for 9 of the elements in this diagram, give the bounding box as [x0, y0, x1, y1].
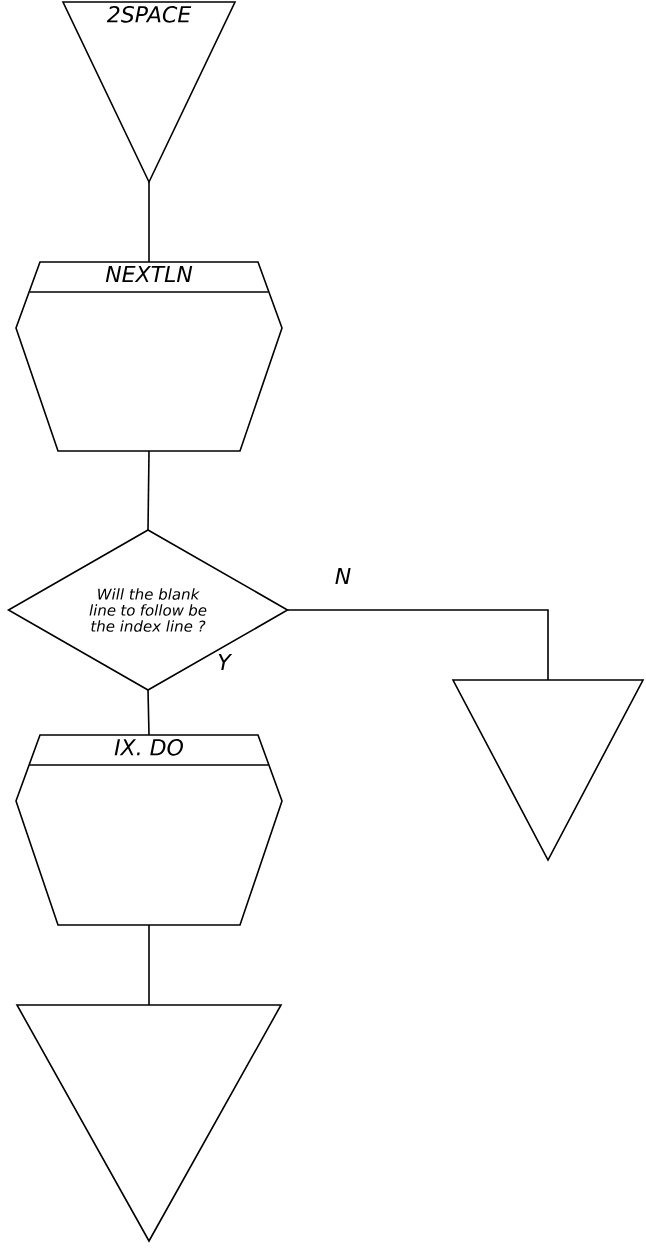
connector-line — [147, 450, 150, 531]
edge-label: N — [333, 567, 353, 585]
connector-line — [147, 689, 150, 736]
connector-line — [148, 181, 150, 263]
edge-label: Y — [216, 653, 233, 671]
connector-line — [286, 609, 549, 681]
connector-line — [148, 924, 150, 1006]
process-box: IX. DO — [15, 734, 283, 926]
process-box: NEXTLN — [15, 261, 283, 452]
